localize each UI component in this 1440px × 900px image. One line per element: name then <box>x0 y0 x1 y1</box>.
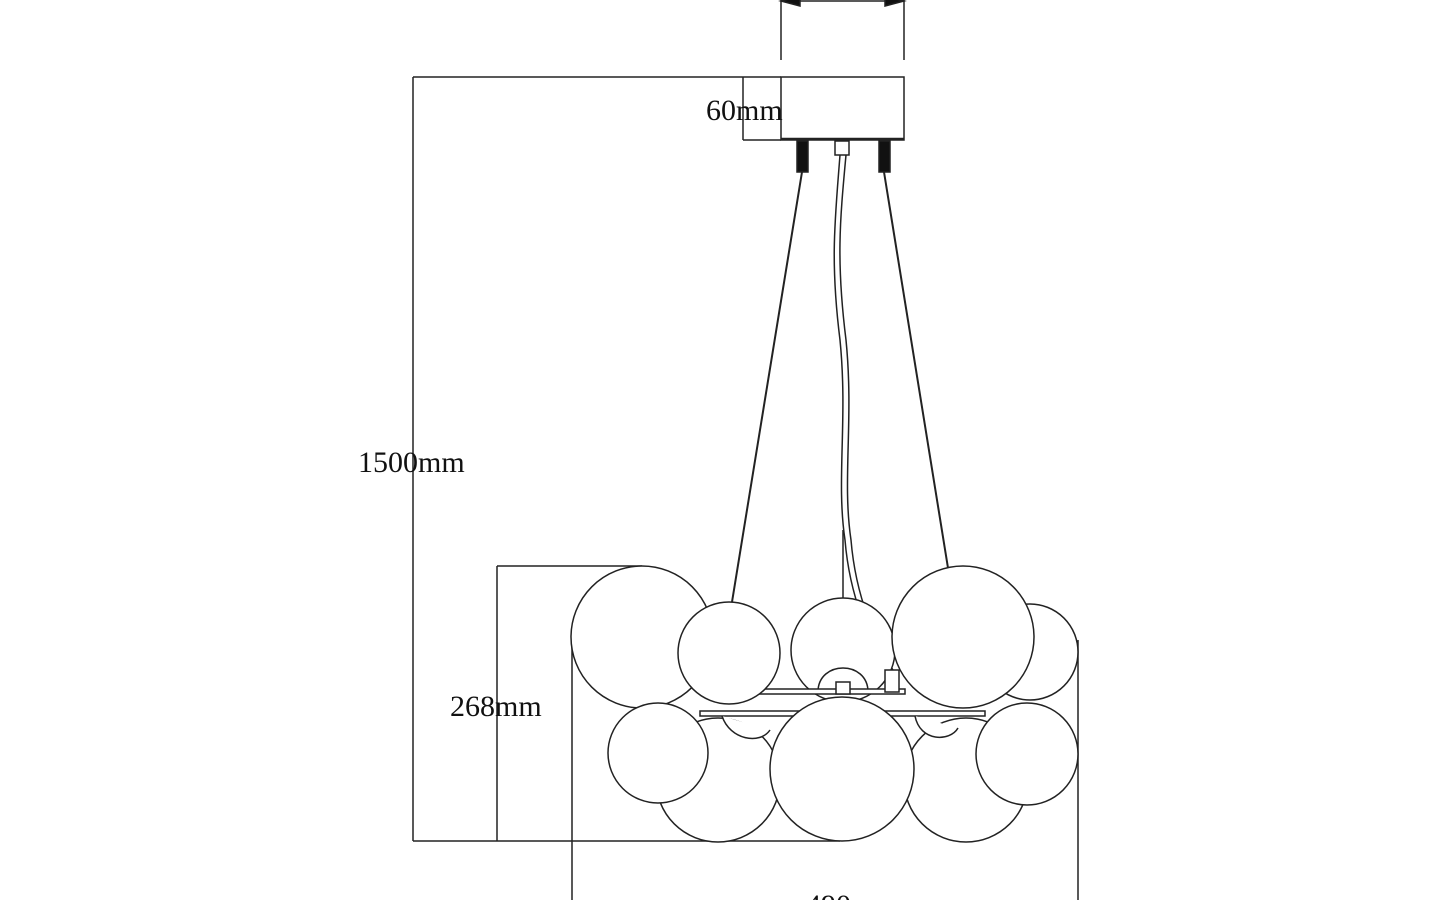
globe <box>769 696 915 842</box>
cord-grip <box>834 140 850 156</box>
overall-height-dimension <box>412 76 840 842</box>
canopy-height-label: 60mm <box>706 94 783 127</box>
fixture-width-dimension <box>571 640 1079 900</box>
globe <box>891 565 1035 709</box>
fixture-width-label: 490 <box>806 889 851 900</box>
globe <box>975 702 1079 806</box>
globes-front <box>607 565 1079 842</box>
fixture-height-label: 268mm <box>450 690 542 723</box>
globe <box>677 601 781 705</box>
canopy-width-dimension <box>778 0 907 60</box>
ceiling-canopy <box>780 76 905 141</box>
suspension-cable-left <box>731 171 803 603</box>
overall-height-label: 1500mm <box>358 446 465 479</box>
suspension-cable-right <box>883 171 949 569</box>
canopy-height-dimension <box>742 77 781 141</box>
cable-clamp-left <box>796 140 809 173</box>
globe <box>607 702 709 804</box>
fixture-height-dimension <box>496 565 642 841</box>
cable-clamp-right <box>878 140 891 173</box>
